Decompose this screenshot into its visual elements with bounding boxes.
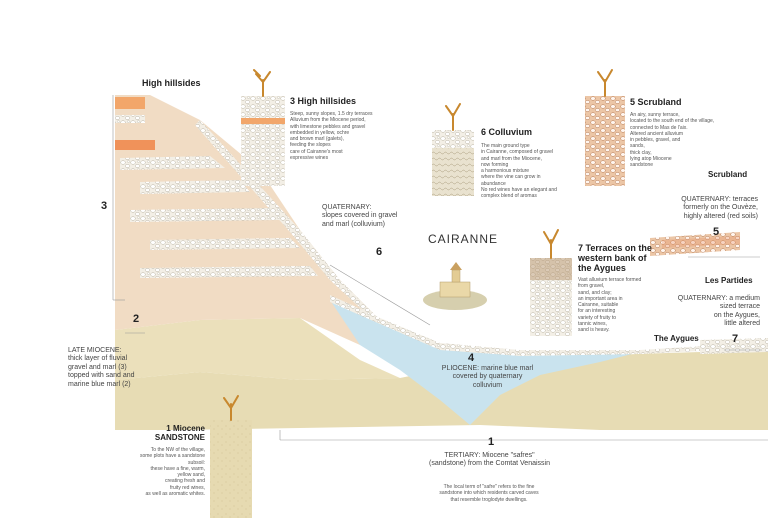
cairanne-label: CAIRANNE <box>428 232 498 246</box>
marker-3: 3 <box>101 200 107 212</box>
annotation-safre-note: The local term of "safre" refers to the … <box>405 484 573 503</box>
marker-7: 7 <box>732 333 738 345</box>
soil-5-desc: An airy, sunny terrace,located to the so… <box>630 112 740 168</box>
soil-column-7 <box>530 258 572 336</box>
page-title: High hillsides <box>142 78 201 88</box>
soil-3-heading: 3 High hillsides <box>290 96 356 106</box>
marker-2: 2 <box>133 313 139 325</box>
les-partides-title: Les Partides <box>705 276 753 285</box>
marker-1: 1 <box>488 436 494 448</box>
soil-column-3 <box>241 96 285 186</box>
soil-column-6 <box>432 130 474 196</box>
soil-1-desc: To the NW of the village,some plots have… <box>60 447 205 497</box>
soil-6-heading: 6 Colluvium <box>481 127 532 137</box>
marker-4: 4 <box>468 352 474 364</box>
soil-column-5 <box>585 96 625 186</box>
marker-5: 5 <box>713 226 719 238</box>
soil-7-heading: 7 Terraces on the western bank of the Ay… <box>578 243 652 273</box>
soil-1-heading: 1 Miocene SANDSTONE <box>110 424 205 442</box>
marker-6: 6 <box>376 246 382 258</box>
the-aygues-title: The Aygues <box>654 334 699 343</box>
soil-column-1 <box>210 420 252 518</box>
soil-5-heading: 5 Scrubland <box>630 97 682 107</box>
scrubland-right-title: Scrubland <box>708 170 747 179</box>
annotation-tertiary: TERTIARY: Miocene "safres"(sandstone) fr… <box>402 452 577 469</box>
